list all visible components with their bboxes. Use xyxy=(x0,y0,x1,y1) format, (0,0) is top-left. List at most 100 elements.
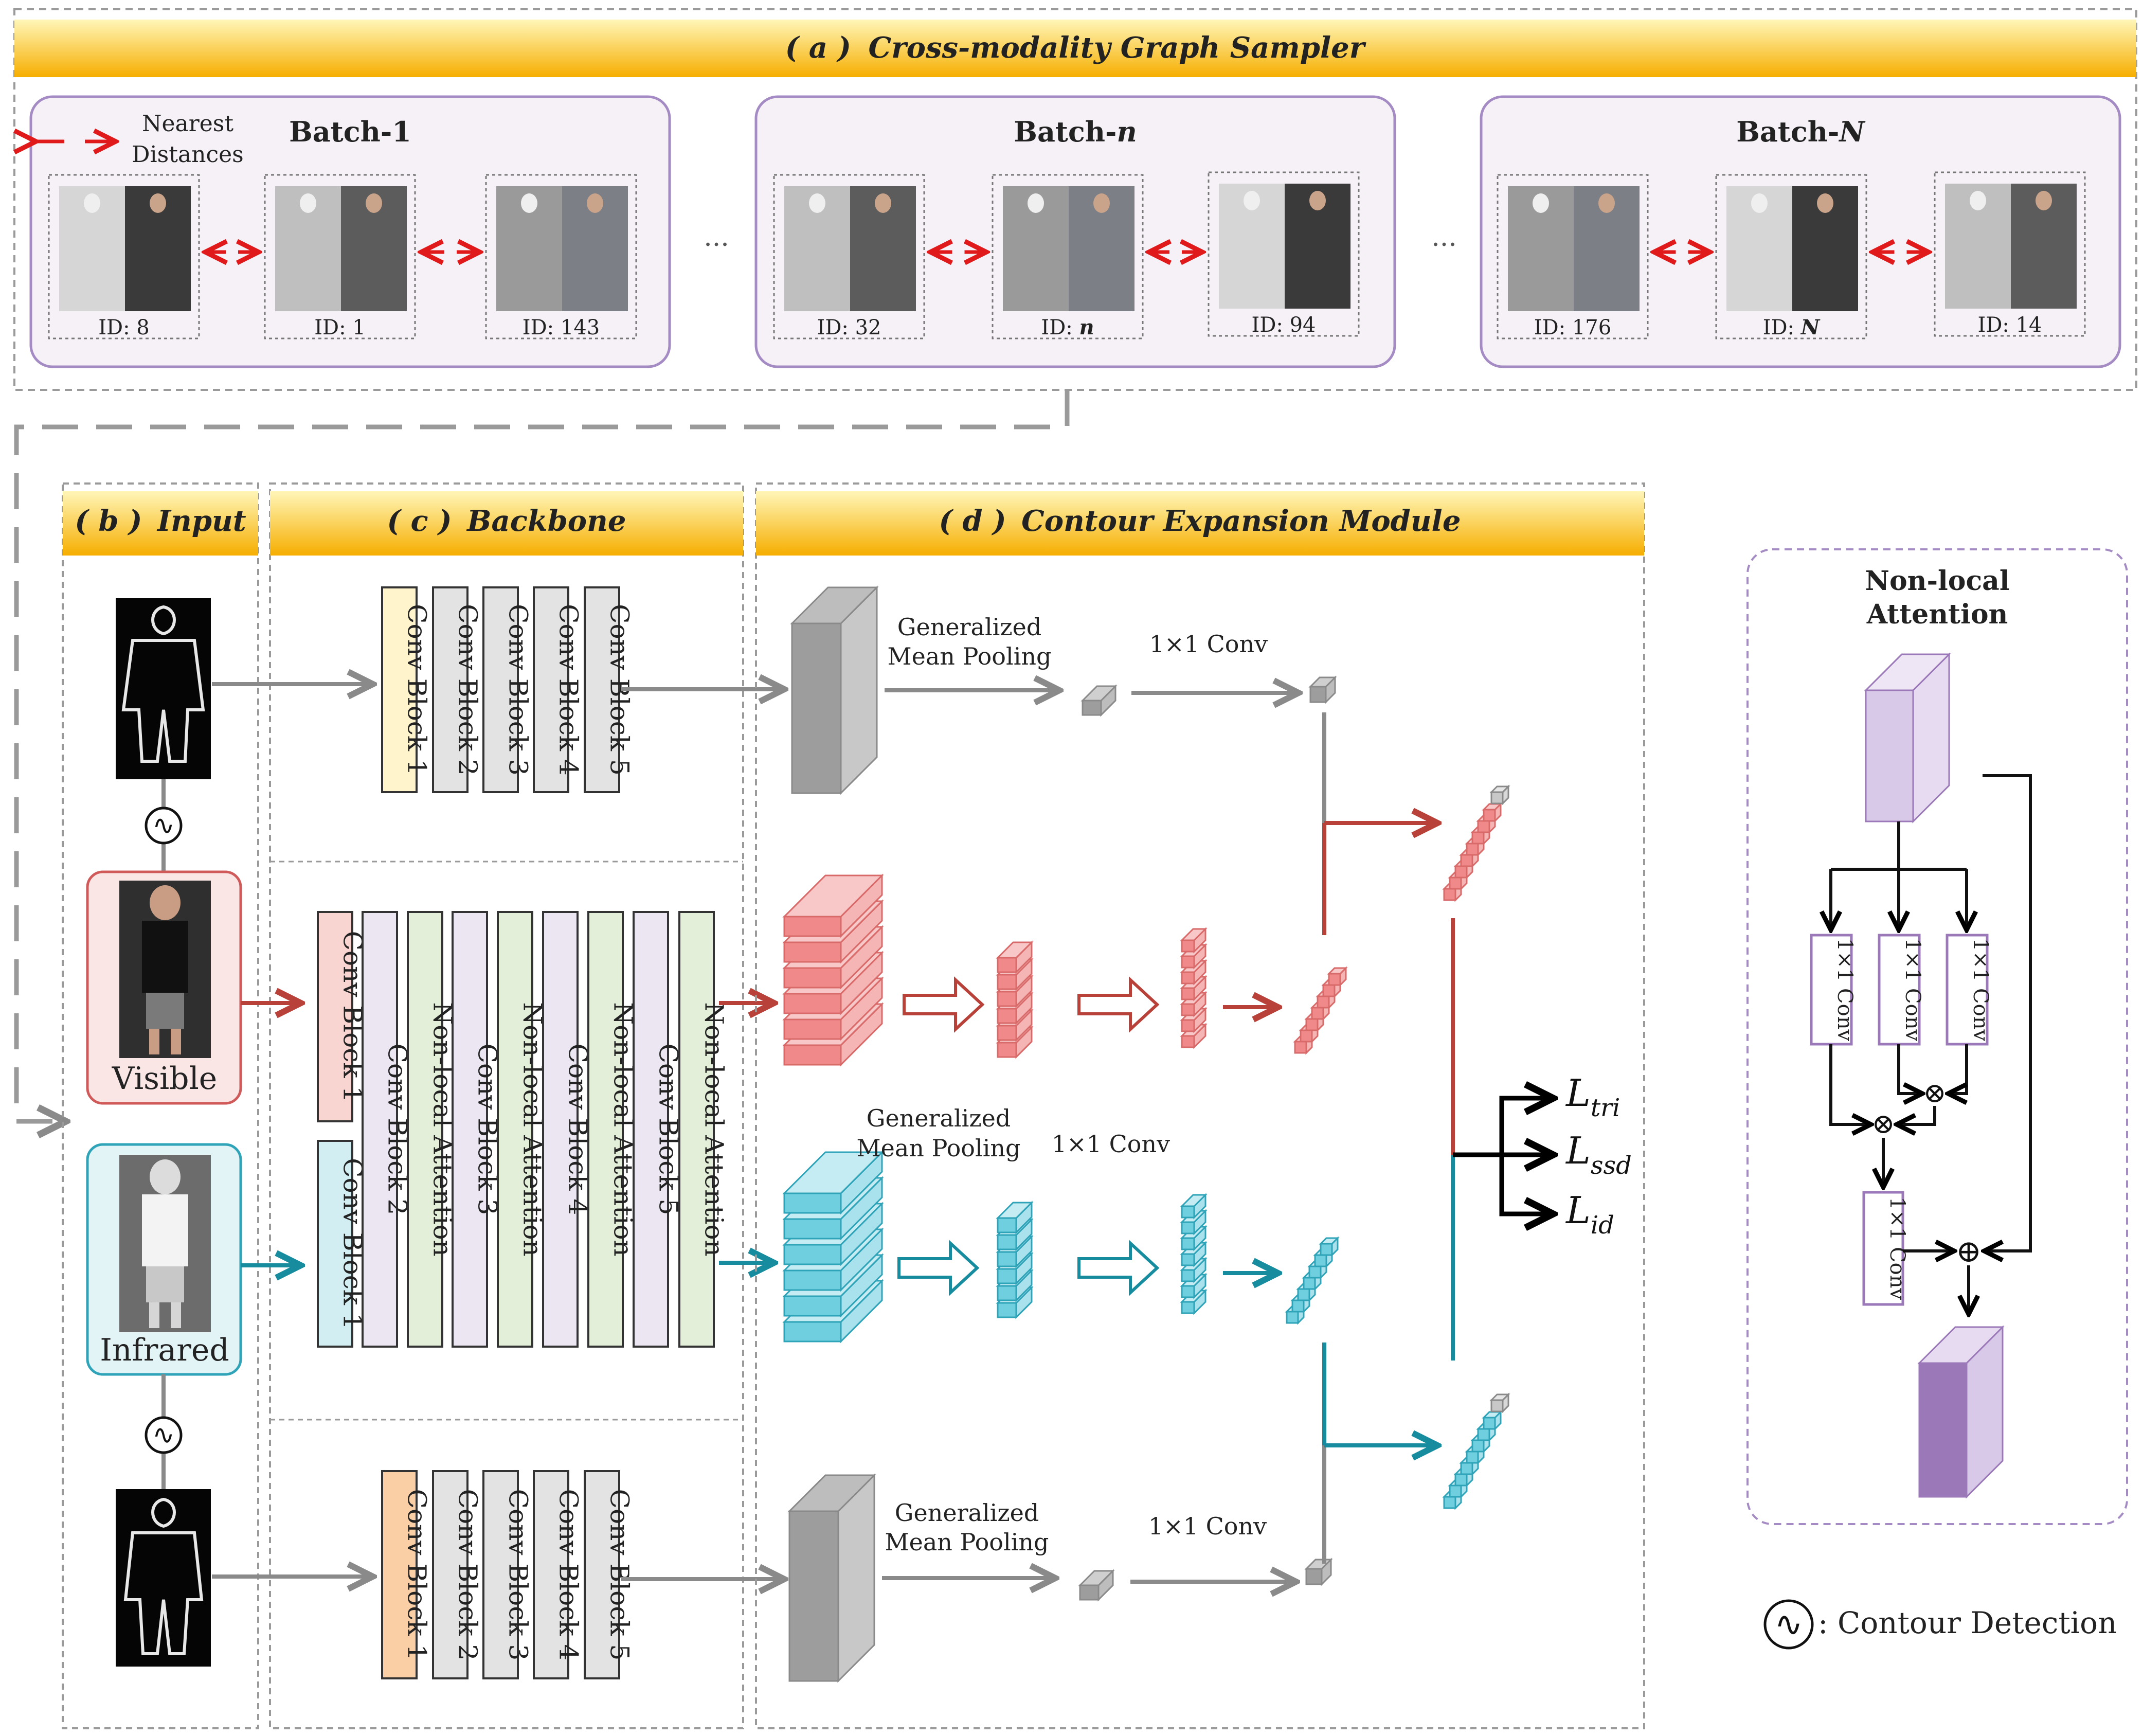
visible-embedding xyxy=(1305,1018,1319,1031)
top-gmp-vector xyxy=(1082,700,1102,716)
sample-head xyxy=(1817,193,1833,213)
conv-top-label: 1×1 Conv xyxy=(1149,630,1268,658)
nl-conv-label: 1×1 Conv xyxy=(1833,938,1857,1042)
top-gmp-vector-top xyxy=(1080,685,1118,702)
infrared-concat-embedding xyxy=(1471,1439,1485,1453)
contour-symbol-1: ∿ xyxy=(152,810,175,841)
sample-id-value: 1 xyxy=(352,316,365,339)
sample-id: ID: 1 xyxy=(314,316,366,339)
infrared-conv-stack xyxy=(1181,1285,1195,1298)
sample-head xyxy=(875,193,891,213)
infrared-feature-stack-top xyxy=(782,1151,884,1194)
infrared-concat-embedding xyxy=(1460,1462,1473,1475)
top-conv-block xyxy=(381,586,418,793)
batch-title-suffix: N xyxy=(1838,115,1866,148)
sample-id-value: 8 xyxy=(136,316,149,339)
batch-title-prefix: Batch- xyxy=(1014,115,1116,148)
visible-pooled-stack xyxy=(997,1008,1017,1024)
visible-pooled-stack xyxy=(997,957,1017,973)
top-conv-block-label: Conv Block 4 xyxy=(554,604,584,776)
loss-ssd: Lssd xyxy=(1565,1129,1632,1180)
shared-conv-block-label: Conv Block 5 xyxy=(654,1044,683,1215)
bottom-conv-block-label: Conv Block 3 xyxy=(503,1489,533,1661)
sample-id-prefix: ID: xyxy=(817,316,855,339)
ellipsis-2: ... xyxy=(1431,222,1457,253)
nonlocal-attention-block xyxy=(497,911,533,1348)
visible-pooled-stack xyxy=(997,974,1017,990)
sampler-to-input-connector xyxy=(14,390,1070,1121)
contour-detection-icon-1: ∿ xyxy=(145,807,183,845)
gmp-mid-line2: Mean Pooling xyxy=(857,1134,1021,1162)
infrared-pooled-stack xyxy=(997,1268,1017,1284)
infrared-conv-block-1 xyxy=(317,1140,353,1348)
sample-id-value: 143 xyxy=(561,316,600,339)
contour-detection-legend: ∿ : Contour Detection xyxy=(1763,1599,2117,1650)
bottom-conv-block xyxy=(584,1470,620,1679)
visible-pooled-stack-top xyxy=(996,941,1034,959)
cem-panel: ( d ) Contour Expansion Module xyxy=(755,482,1645,1729)
batch-title-suffix: 1 xyxy=(392,115,411,148)
sample-id: ID: 143 xyxy=(523,316,600,339)
visible-concat-embedding xyxy=(1483,809,1496,822)
infrared-conv-stack xyxy=(1181,1221,1195,1234)
loss-base: L xyxy=(1565,1189,1591,1232)
infrared-conv-arrow xyxy=(1077,1240,1160,1296)
sample-head xyxy=(521,193,537,213)
loss-base: L xyxy=(1565,1129,1591,1172)
shared-conv-block xyxy=(542,911,579,1348)
sampler-prefix: ( a ) xyxy=(785,31,851,65)
infrared-feature-stack xyxy=(783,1244,842,1265)
bottom-conv-block xyxy=(533,1470,569,1679)
nearest-distance-legend: Nearest Distances xyxy=(36,111,244,168)
batch-title: Batch-N xyxy=(1736,115,1866,148)
loss-tri: Ltri xyxy=(1565,1071,1620,1122)
visible-conv-arrow xyxy=(1077,976,1160,1033)
sample-head xyxy=(1093,193,1110,213)
visible-concat-embedding xyxy=(1466,843,1479,856)
infrared-feature-stack xyxy=(783,1295,842,1317)
sample-id: ID: 94 xyxy=(1252,313,1316,337)
sample-head xyxy=(1598,193,1615,213)
batch-title-suffix: n xyxy=(1116,115,1137,148)
gmp-bottom-line1: Generalized xyxy=(895,1499,1039,1527)
visible-conv-stack xyxy=(1181,987,1195,1000)
infrared-concat-embedding xyxy=(1443,1496,1456,1509)
infrared-concat-embedding xyxy=(1454,1473,1468,1487)
input-title: Input xyxy=(156,504,246,538)
sample-head xyxy=(300,193,316,213)
sample-head xyxy=(1970,191,1986,210)
sample-head xyxy=(1244,191,1260,210)
sample-pair-frame xyxy=(264,174,416,339)
nonlocal-output-cube-top xyxy=(1917,1326,2005,1364)
contour-detection-icon xyxy=(1763,1599,1814,1650)
nl-mult1-in-b xyxy=(1948,1044,1968,1094)
sample-pair-frame xyxy=(1715,174,1867,339)
top-conv-block-label: Conv Block 1 xyxy=(402,604,432,776)
nl-residual xyxy=(1983,774,2032,1251)
top-conv-block xyxy=(584,586,620,793)
visible-feature-stack xyxy=(783,941,842,963)
visible-concat-gray-top xyxy=(1489,785,1510,793)
backbone-title: Backbone xyxy=(466,504,626,538)
bottom-conv-block xyxy=(432,1470,469,1679)
nonlocal-title1: Non-local xyxy=(1865,565,2009,597)
visible-feature-stack-top xyxy=(782,874,884,918)
visible-feature-stack xyxy=(783,993,842,1014)
sample-pair-frame xyxy=(992,174,1144,339)
contour-detection-icon-2: ∿ xyxy=(145,1416,183,1454)
infrared-conv-stack xyxy=(1181,1301,1195,1314)
visible-conv-stack xyxy=(1181,939,1195,953)
nl-out-conv-box xyxy=(1862,1191,1904,1306)
infrared-feature-stack xyxy=(783,1269,842,1291)
sample-id-prefix: ID: xyxy=(1978,313,2016,337)
nonlocal-attention-block xyxy=(678,911,715,1348)
infrared-concat-gray-top xyxy=(1489,1393,1510,1401)
loss-subscript: id xyxy=(1591,1211,1614,1240)
nl-multiply-1: ⊗ xyxy=(1923,1077,1946,1109)
shared-conv-block xyxy=(633,911,669,1348)
visible-pooled-stack xyxy=(997,1025,1017,1041)
sample-id-prefix: ID: xyxy=(1534,316,1572,339)
bottom-conv-vector xyxy=(1305,1568,1323,1585)
sample-pair-frame xyxy=(1497,174,1649,339)
